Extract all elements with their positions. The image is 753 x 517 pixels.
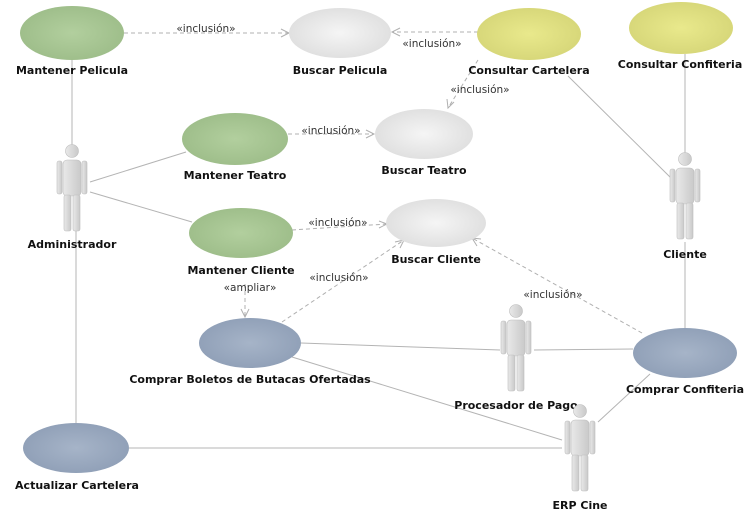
use-case-label: Buscar Pelicula [293,64,388,77]
use-case-buscar-cliente[interactable]: Buscar Cliente [386,199,486,266]
actor-label: Cliente [663,248,707,261]
actor-figure-icon [669,152,701,240]
inclusion-label: «inclusión» [301,125,360,137]
use-case-label: Consultar Cartelera [468,64,589,77]
use-case-comprar-boletos[interactable]: Comprar Boletos de Butacas Ofertadas [129,318,371,386]
use-case-label: Consultar Confiteria [618,58,743,71]
assoc-erp-comprar-boletos [291,356,563,441]
use-case-label: Mantener Cliente [187,264,294,277]
actor-label: Procesador de Pago [454,399,578,412]
dep-arrowhead [446,98,455,110]
use-case-consultar-cartelera[interactable]: Consultar Cartelera [468,8,590,77]
dep-arrowhead [365,129,376,139]
use-case-ellipse[interactable] [386,199,486,247]
use-case-actualizar-cartelera[interactable]: Actualizar Cartelera [15,423,139,492]
dep-arrowhead [240,308,250,319]
relation-labels: «inclusión» «inclusión» «inclusión» «inc… [176,23,582,301]
use-case-mantener-teatro[interactable]: Mantener Teatro [182,113,288,182]
use-case-ellipse[interactable] [199,318,301,368]
use-case-ellipse[interactable] [633,328,737,378]
use-case-ellipse[interactable] [477,8,581,60]
use-case-comprar-confiteria[interactable]: Comprar Confiteria [626,328,744,396]
ampliar-label: «ampliar» [224,282,277,294]
inclusion-label: «inclusión» [402,38,461,50]
use-case-ellipse[interactable] [375,109,473,159]
use-case-label: Comprar Confiteria [626,383,744,396]
use-case-label: Comprar Boletos de Butacas Ofertadas [129,373,371,386]
assoc-admin-mantener-teatro [89,151,187,183]
actor-administrador[interactable]: Administrador [28,144,117,252]
use-case-ellipse[interactable] [189,208,293,258]
actor-label: ERP Cine [552,499,607,512]
dep-mantener-cliente-buscar-cliente [291,223,388,231]
dep-arrowhead [394,239,405,249]
dep-consultar-cartelera-buscar-teatro [447,59,479,109]
use-case-buscar-teatro[interactable]: Buscar Teatro [375,109,473,177]
actor-procesador-de-pago[interactable]: Procesador de Pago [454,304,578,413]
use-case-label: Actualizar Cartelera [15,479,139,492]
actor-figure-icon [564,404,596,492]
use-case-consultar-confiteria[interactable]: Consultar Confiteria [618,2,743,71]
actor-figure-icon [500,304,532,392]
use-case-label: Buscar Cliente [391,253,481,266]
dep-comprar-boletos-buscar-cliente [281,239,405,323]
dep-arrowhead [390,27,401,37]
inclusion-label: «inclusión» [450,84,509,96]
use-case-mantener-pelicula[interactable]: Mantener Pelicula [16,6,128,77]
use-case-label: Mantener Pelicula [16,64,128,77]
use-case-ellipse[interactable] [629,2,733,54]
use-case-ellipse[interactable] [23,423,129,473]
inclusion-label: «inclusión» [523,289,582,301]
actor-erp-cine[interactable]: ERP Cine [552,404,608,513]
use-case-mantener-cliente[interactable]: Mantener Cliente [187,208,295,277]
actor-cliente[interactable]: Cliente [663,152,707,262]
use-case-ellipse[interactable] [20,6,124,60]
assoc-procesador-comprar-boletos [300,342,501,351]
inclusion-label: «inclusión» [176,23,235,35]
associations [71,54,686,449]
use-case-buscar-pelicula[interactable]: Buscar Pelicula [289,8,391,77]
actor-figure-icon [56,144,88,232]
use-case-label: Buscar Teatro [381,164,467,177]
assoc-cliente-consultar-cartelera [567,75,672,179]
use-case-ellipse[interactable] [182,113,288,165]
use-case-ellipse[interactable] [289,8,391,58]
assoc-procesador-comprar-confiteria [533,348,634,351]
dep-comprar-confiteria-buscar-cliente [471,237,643,334]
inclusion-label: «inclusión» [309,272,368,284]
inclusion-label: «inclusión» [308,217,367,229]
assoc-erp-comprar-confiteria [597,373,651,423]
actor-label: Administrador [28,238,117,251]
use-case-label: Mantener Teatro [184,169,287,182]
assoc-admin-mantener-cliente [89,191,193,223]
